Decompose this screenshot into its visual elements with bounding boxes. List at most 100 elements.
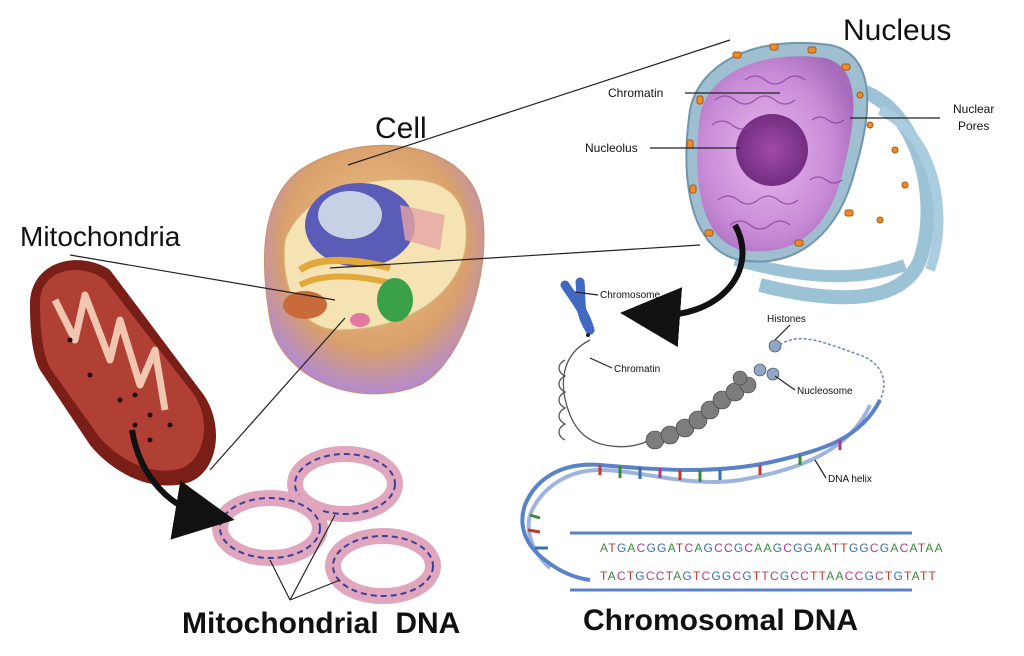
sequence-base: A (763, 541, 772, 555)
chromatin-coil (558, 339, 651, 448)
sequence-base: T (819, 569, 827, 583)
sequence-base: T (693, 569, 702, 583)
sequence-base: T (832, 541, 841, 555)
sequence-base: A (823, 541, 831, 555)
label-nuclear-pores-2: Pores (958, 119, 989, 133)
nucleolus (736, 114, 808, 186)
label-histones: Histones (767, 314, 806, 325)
sequence-base: G (682, 569, 693, 583)
sequence-base: A (909, 541, 917, 555)
sequence-base: C (900, 541, 910, 555)
sequence-base: C (744, 541, 754, 555)
sequence-base: C (724, 541, 734, 555)
sequence-base: T (904, 569, 912, 583)
sequence-base: T (753, 569, 762, 583)
sequence-base: C (790, 569, 800, 583)
sequence-base: A (600, 541, 608, 555)
sequence-base: C (646, 569, 656, 583)
sequence-base: T (918, 541, 926, 555)
sequence-base: C (702, 569, 712, 583)
sequence-base: C (845, 569, 855, 583)
sequence-base: T (840, 541, 849, 555)
sequence-base: G (704, 541, 715, 555)
nuclear-pore-group (686, 43, 909, 247)
sequence-base: G (657, 541, 668, 555)
leader-lines (69, 39, 940, 601)
sequence-base: C (875, 569, 885, 583)
sequence-base: C (684, 541, 694, 555)
sequence-base: A (673, 569, 682, 583)
sequence-strands (570, 531, 912, 592)
sequence-base: T (676, 541, 685, 555)
nucleus-illustration (685, 41, 944, 305)
sequence-base: A (836, 569, 845, 583)
sequence-base: C (732, 569, 742, 583)
label-nucleolus: Nucleolus (585, 141, 638, 155)
arrow-nucleus-to-chromosome (620, 223, 746, 348)
sequence-base: G (849, 541, 860, 555)
sequence-base: G (893, 569, 904, 583)
sequence-base: C (870, 541, 880, 555)
mitochondrion-illustration (30, 260, 217, 486)
label-nucleosome: Nucleosome (797, 386, 853, 397)
sequence-base: A (608, 569, 617, 583)
sequence-base: A (754, 541, 763, 555)
sequence-base: G (647, 541, 658, 555)
sequence-base: G (742, 569, 753, 583)
nucleosome-fiber (645, 339, 782, 450)
sequence-base: G (880, 541, 891, 555)
sequence-base: G (780, 569, 791, 583)
sequence-base: T (928, 569, 937, 583)
sequence-base: A (890, 541, 899, 555)
sequence-base: C (855, 569, 865, 583)
sequence-base: C (783, 541, 793, 555)
sequence-base: C (714, 541, 724, 555)
mtdna-rings (212, 446, 441, 604)
sequence-base: C (770, 569, 780, 583)
sequence-base: A (627, 541, 636, 555)
sequence-base: G (734, 541, 745, 555)
sequence-base: G (722, 569, 733, 583)
sequence-base: A (694, 541, 703, 555)
sequence-base: T (920, 569, 929, 583)
sequence-top-strand: ATGACGGATCAGCCGCAAGCGGAATTGGCGACATAA (600, 541, 944, 555)
dna-double-helix (520, 399, 882, 582)
label-nucleus: Nucleus (843, 14, 951, 47)
sequence-base: C (617, 569, 627, 583)
sequence-base: G (864, 569, 875, 583)
sequence-base: G (617, 541, 628, 555)
label-nuclear-pores-1: Nuclear (953, 102, 994, 116)
sequence-base: G (793, 541, 804, 555)
sequence-base: A (912, 569, 920, 583)
sequence-base: G (773, 541, 784, 555)
mtdna-ring (287, 446, 403, 522)
sequence-base: C (800, 569, 810, 583)
sequence-base: T (885, 569, 894, 583)
label-chromosome: Chromosome (600, 290, 660, 301)
label-cell: Cell (375, 112, 427, 145)
label-dna-helix: DNA helix (828, 474, 872, 485)
sequence-base: T (627, 569, 636, 583)
sequence-base: A (935, 541, 944, 555)
sequence-bottom-strand: TACTGCCTAGTCGGCGTTCGCCTTAACCGCTGTATT (600, 569, 937, 583)
sequence-base: G (711, 569, 722, 583)
sequence-base: A (668, 541, 676, 555)
sequence-base: T (666, 569, 674, 583)
sequence-base: A (925, 541, 934, 555)
sequence-base: G (859, 541, 870, 555)
sequence-base: C (637, 541, 647, 555)
sequence-base: G (635, 569, 646, 583)
mtdna-ring (212, 490, 328, 566)
sequence-base: T (600, 569, 608, 583)
label-chromatin-nucleus: Chromatin (608, 86, 663, 100)
sequence-base: T (761, 569, 770, 583)
label-chromosomal-dna: Chromosomal DNA (583, 604, 858, 637)
sequence-base: T (608, 541, 617, 555)
cell-illustration (263, 144, 485, 395)
arrow-mito-to-mtdna (129, 429, 235, 540)
chromosome-illustration (560, 277, 595, 337)
sequence-base: C (656, 569, 666, 583)
mtdna-ring (325, 528, 441, 604)
